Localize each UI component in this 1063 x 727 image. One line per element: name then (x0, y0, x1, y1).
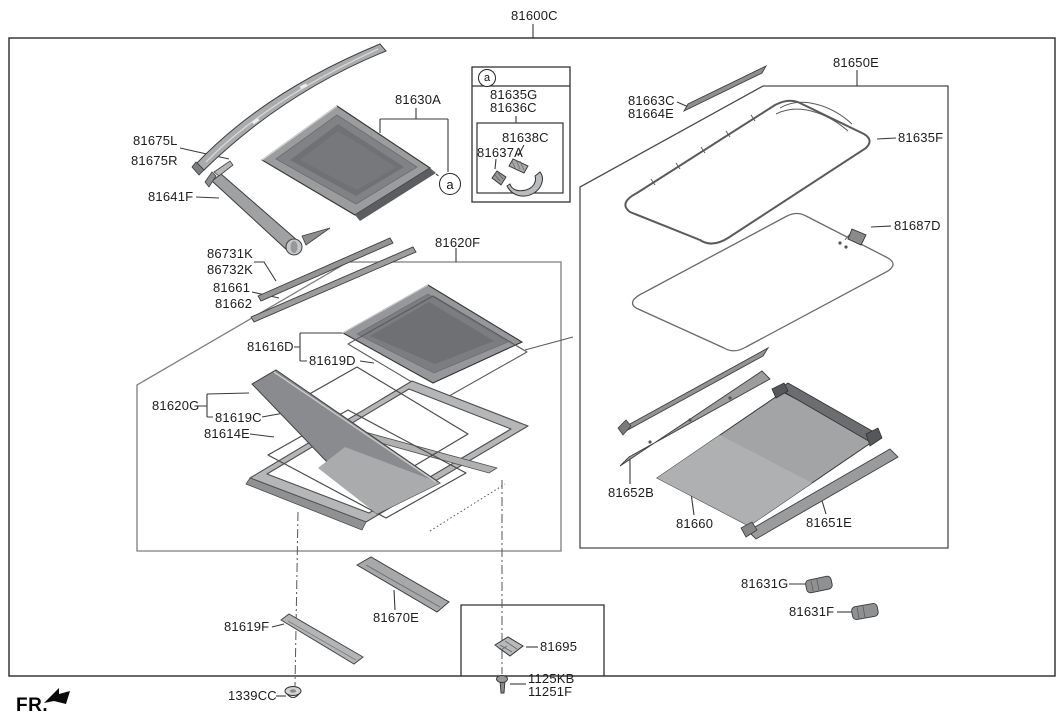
part-drawing-guide-rails (617, 346, 771, 467)
part-label-81675L: 81675L (133, 133, 178, 148)
part-drawing-81651E-rail (740, 448, 899, 540)
part-drawing-81616D-glass (341, 284, 524, 384)
fr-direction-arrow (44, 688, 70, 704)
outer-border (8, 37, 1056, 677)
part-label-81652B: 81652B (608, 485, 655, 500)
part-drawing-81635F-weatherstrip (624, 99, 871, 245)
part-drawing-81641F-deflector (204, 160, 331, 256)
part-label-81620G: 81620G (152, 398, 200, 413)
fr-label: FR. (16, 695, 49, 716)
part-drawing-81631F-connector (851, 603, 879, 620)
part-label-81675R: 81675R (131, 153, 178, 168)
part-label-81619D: 81619D (309, 353, 356, 368)
part-label-81631G: 81631G (741, 576, 789, 591)
part-label-81661: 81661 (213, 280, 251, 295)
part-label-81619C: 81619C (215, 410, 262, 425)
part-label-81616D: 81616D (247, 339, 294, 354)
part-drawing-81620G-sunshade (251, 369, 441, 515)
part-label-81620F: 81620F (435, 235, 481, 250)
part-label-81641F: 81641F (148, 189, 194, 204)
part-label-81635G: 81635G (490, 87, 538, 102)
part-drawing-1339CC-grommet (284, 686, 302, 698)
part-label-1125KB: 1125KB (528, 671, 575, 686)
part-label-86732K: 86732K (207, 262, 254, 277)
part-label-1339CC: 1339CC (228, 688, 277, 703)
part-drawing-81630A-glass (260, 105, 436, 221)
part-label-81650E: 81650E (833, 55, 880, 70)
part-label-11251F: 11251F (528, 684, 573, 699)
part-label-81631F: 81631F (789, 604, 835, 619)
part-drawing-retainer-strips (250, 237, 417, 323)
part-label-86731K: 86731K (207, 246, 254, 261)
part-label-81600C: 81600C (511, 8, 558, 23)
part-label-81687D: 81687D (894, 218, 941, 233)
part-label-81630A: 81630A (395, 92, 442, 107)
part-drawing-81695-clip (494, 636, 524, 657)
part-label-81651E: 81651E (806, 515, 853, 530)
part-label-81662: 81662 (215, 296, 253, 311)
part-drawing-1125KB-bolt (496, 675, 508, 694)
part-label-81638C: 81638C (502, 130, 549, 145)
notch-box-81695 (460, 604, 605, 676)
right-box (579, 85, 949, 549)
part-drawing-81670E-strip (356, 556, 450, 613)
part-label-81663C: 81663C (628, 93, 675, 108)
part-drawing-81663C-strip (682, 64, 768, 113)
part-drawing-81619F-strip (280, 613, 364, 665)
part-drawing-81660-roller-blind (656, 382, 883, 527)
part-label-81636C: 81636C (490, 100, 537, 115)
part-drawing-inset-kit (491, 158, 543, 197)
sub-boxes (136, 66, 949, 676)
part-label-81619F: 81619F (224, 619, 270, 634)
middle-box (136, 261, 562, 552)
glass-callout-a: a (439, 173, 461, 195)
part-drawing-81631G-connector (805, 575, 833, 594)
part-label-81637A: 81637A (477, 145, 524, 160)
part-label-81670E: 81670E (373, 610, 420, 625)
part-label-81664E: 81664E (628, 106, 675, 121)
leader-lines (179, 24, 897, 697)
part-label-81635F: 81635F (898, 130, 944, 145)
inset-callout-a: a (478, 69, 496, 87)
glass-callout-a-letter: a (446, 176, 454, 192)
part-label-81660: 81660 (676, 516, 714, 531)
part-drawing-81687D-drain (631, 212, 894, 352)
part-label-81614E: 81614E (204, 426, 251, 441)
part-drawing-81675-molding (191, 43, 387, 176)
part-label-81695: 81695 (540, 639, 578, 654)
inset-callout-a-letter: a (483, 72, 491, 84)
inset-box (471, 66, 571, 203)
